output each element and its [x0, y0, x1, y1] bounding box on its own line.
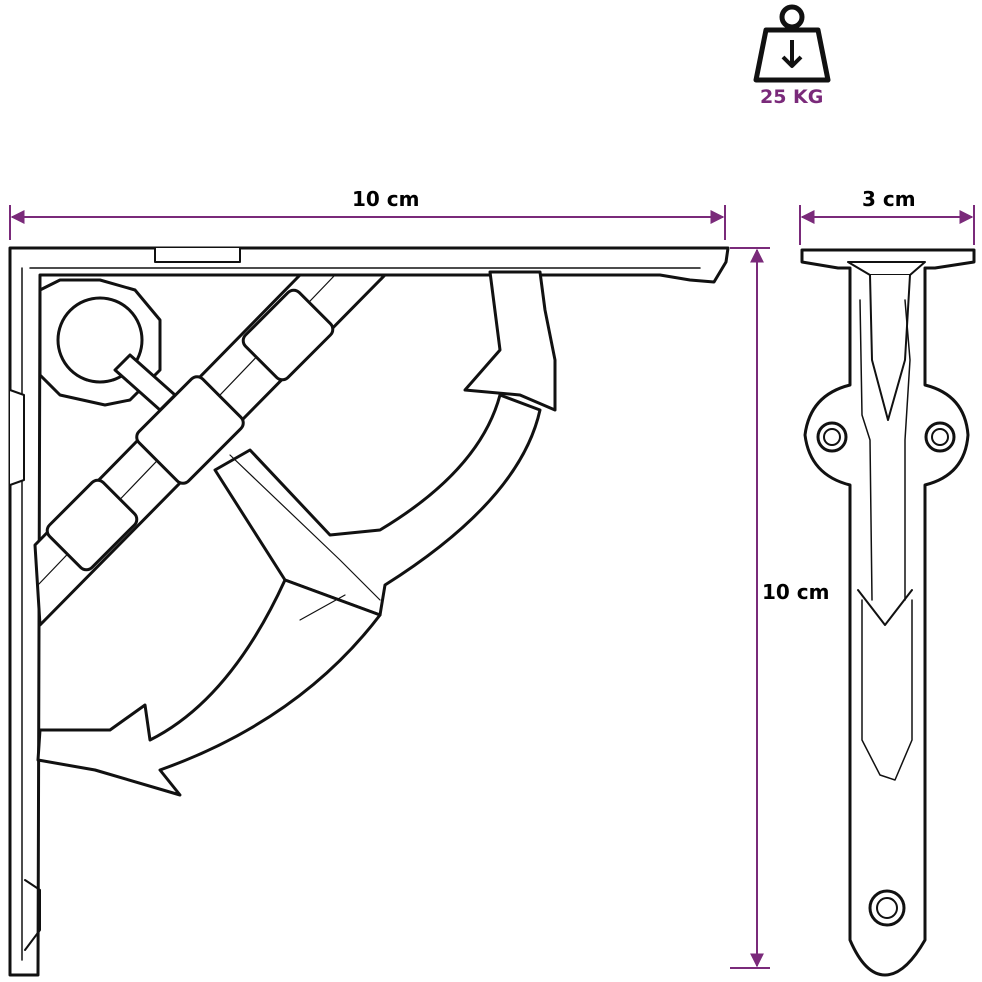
height-dimension: [730, 247, 770, 969]
height-label: 10 cm: [762, 580, 830, 604]
bracket-front-view: [8, 246, 730, 977]
weight-label: 25 KG: [760, 86, 824, 108]
bracket-side-view: [800, 248, 976, 977]
width-label: 10 cm: [352, 187, 420, 211]
shank-collar: [45, 288, 335, 572]
anchor-ring: [38, 278, 177, 412]
depth-label: 3 cm: [862, 187, 916, 211]
weight-icon: [753, 4, 831, 83]
depth-dimension: [799, 205, 975, 245]
anchor-fluke-left: [36, 578, 382, 797]
width-dimension: [9, 205, 726, 240]
